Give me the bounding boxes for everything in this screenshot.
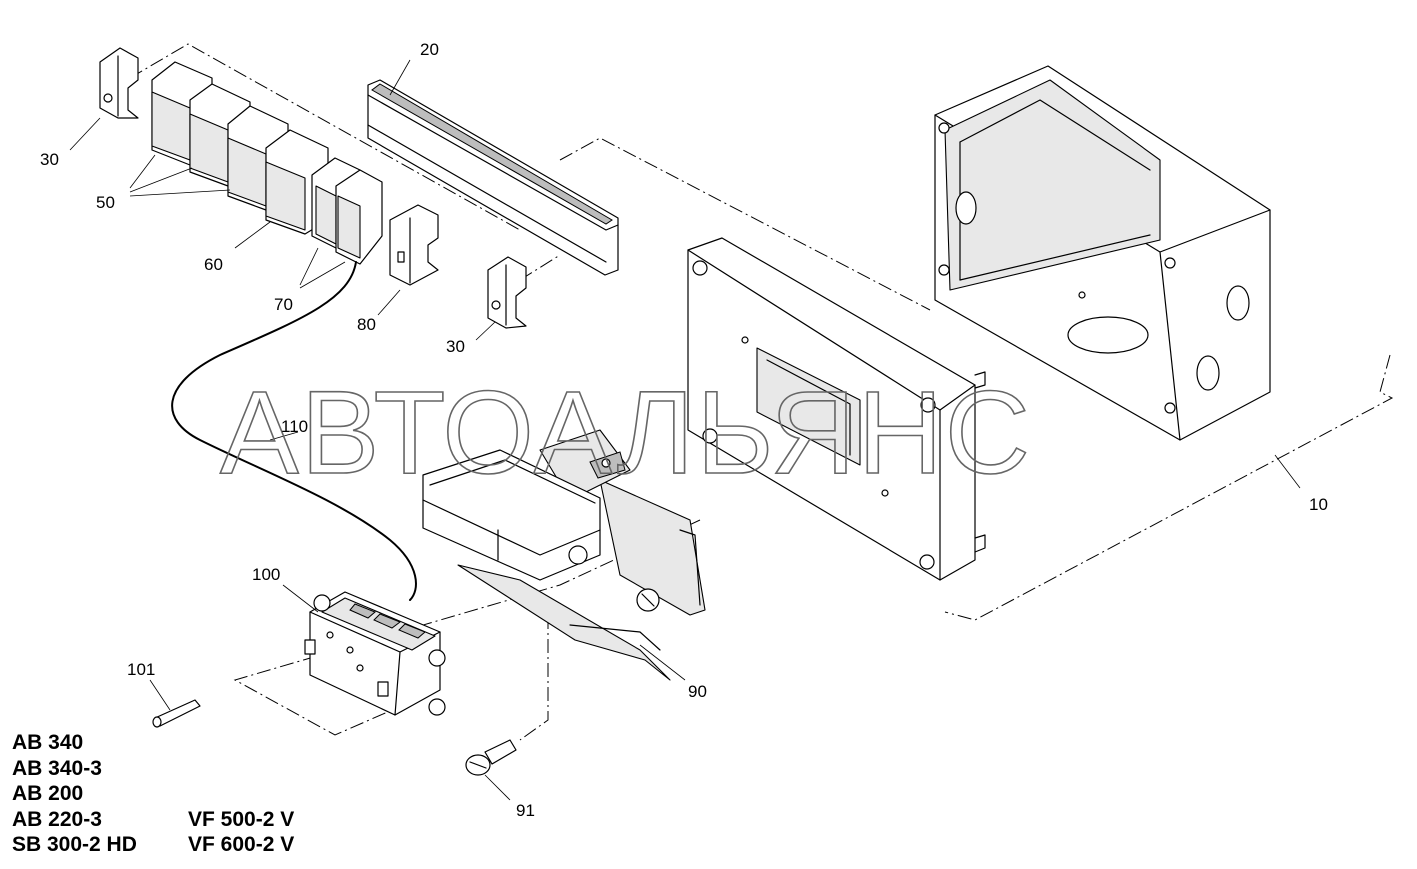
- model-name: AB 340-3: [12, 756, 102, 780]
- callout-10: 10: [1309, 495, 1328, 514]
- callout-100: 100: [252, 565, 280, 584]
- model-name: VF 600-2 V: [188, 833, 295, 856]
- callout-110: 110: [281, 417, 308, 436]
- model-name: SB 300-2 HD: [12, 833, 137, 856]
- part-30-end-clamp-left: [99, 47, 139, 119]
- callout-70: 70: [274, 295, 293, 314]
- callout-30-left: 30: [40, 150, 59, 169]
- callout-20: 20: [420, 40, 439, 59]
- callout-30-right: 30: [446, 337, 465, 356]
- model-name: AB 340: [12, 731, 84, 754]
- part-30-end-clamp-right: [487, 256, 527, 329]
- callout-80: 80: [357, 315, 376, 334]
- part-90-connector-housing: [422, 429, 706, 681]
- part-100-insert: [304, 591, 446, 716]
- callout-91: 91: [516, 801, 535, 820]
- model-row: AB 220-3 VF 500-2 V: [12, 807, 294, 833]
- part-110-cable: [171, 261, 417, 601]
- callout-90: 90: [688, 682, 707, 701]
- part-80-end-plate: [389, 204, 439, 286]
- part-20-din-rail: [367, 79, 619, 276]
- model-name: VF 500-2 V: [188, 807, 295, 831]
- part-101-pin: [152, 699, 201, 728]
- model-row: AB 340-3: [12, 756, 294, 782]
- callout-50: 50: [96, 193, 115, 212]
- watermark: АВТОАЛЬЯНС: [220, 367, 1032, 499]
- model-name: AB 220-3: [12, 807, 102, 831]
- model-row: AB 200: [12, 781, 294, 807]
- model-list: AB 340 AB 340-3 AB 200 AB 220-3 VF 500-2…: [12, 730, 294, 858]
- part-10-housing: [934, 65, 1271, 441]
- callout-labels: 10 20 30 30 50 60 70 80 90 91 100 101 11…: [40, 40, 1328, 820]
- leader-lines: [69, 59, 1301, 801]
- callout-101: 101: [127, 660, 155, 679]
- part-70-terminal-blocks: [311, 157, 383, 265]
- model-row: SB 300-2 HD VF 600-2 V: [12, 832, 294, 858]
- part-91-screw: [465, 739, 517, 776]
- callout-60: 60: [204, 255, 223, 274]
- mounting-plate: [687, 237, 986, 581]
- model-row: AB 340: [12, 730, 294, 756]
- model-name: AB 200: [12, 782, 84, 805]
